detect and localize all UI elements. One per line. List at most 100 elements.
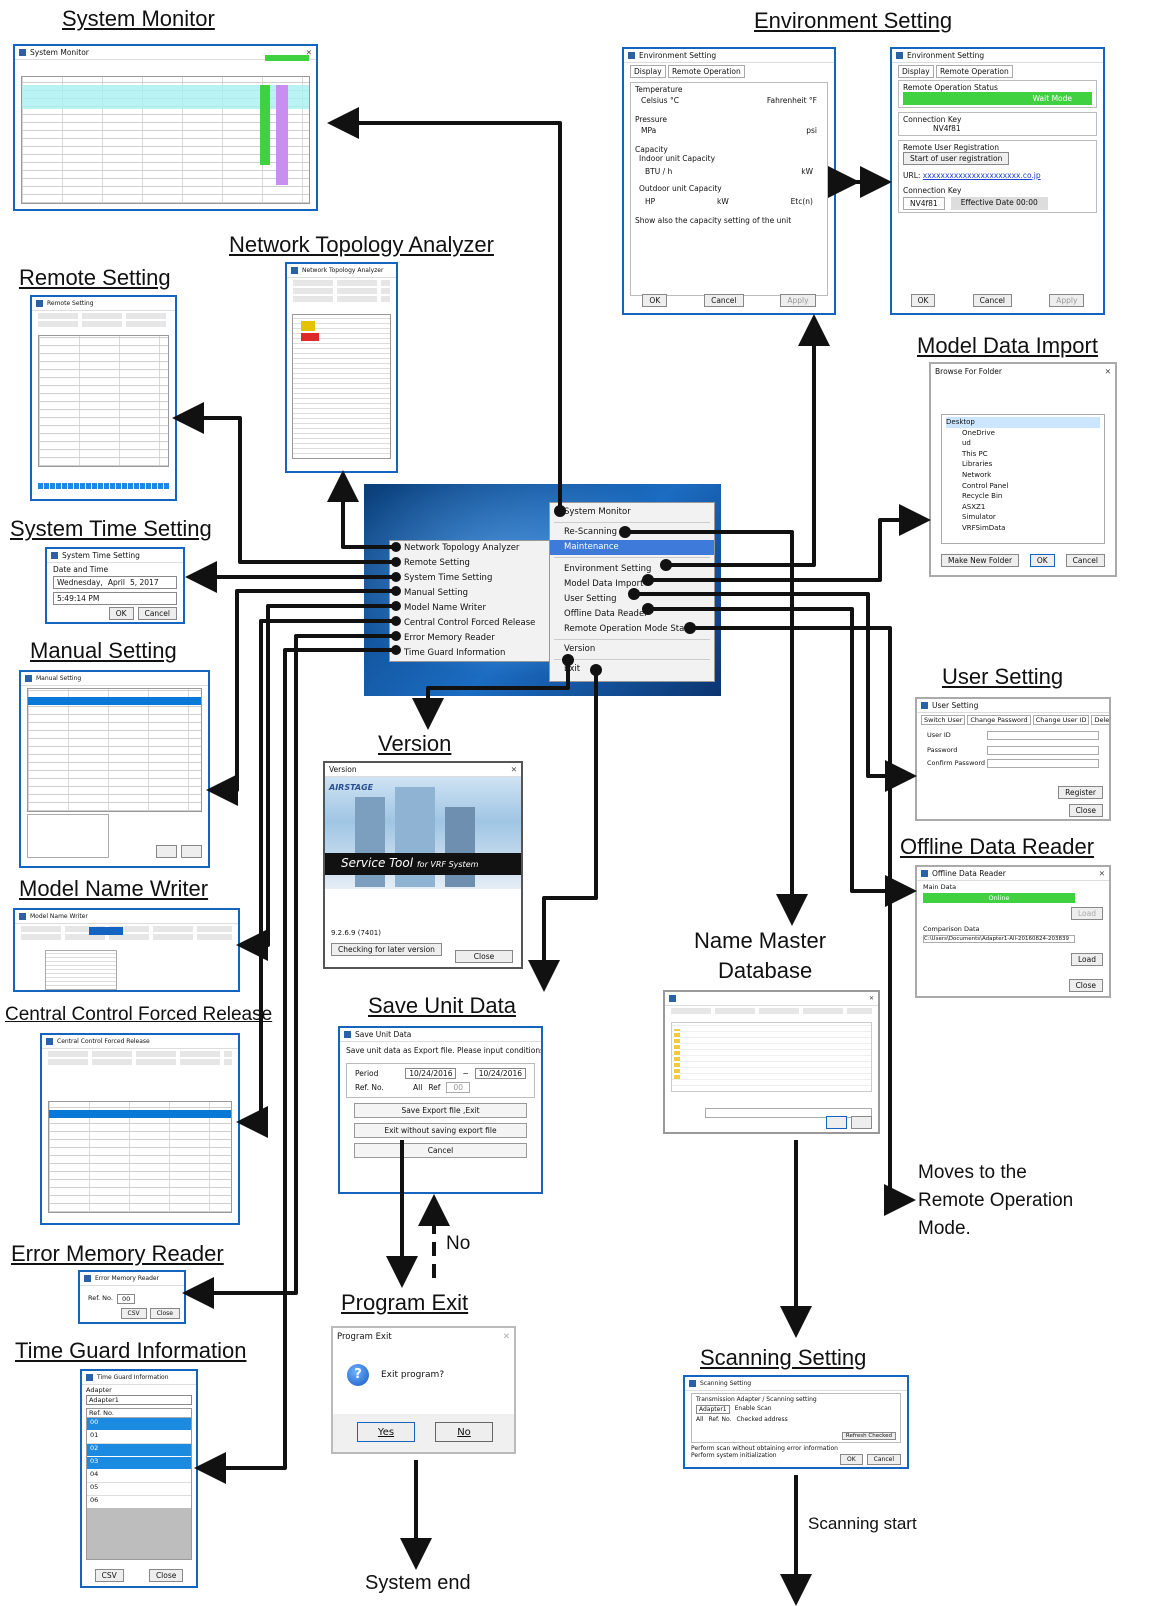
load-main-button[interactable]: Load — [1071, 907, 1103, 920]
tab-display[interactable]: Display — [630, 65, 666, 78]
fahrenheit-radio[interactable]: Fahrenheit °F — [766, 96, 817, 105]
mpa-radio[interactable]: MPa — [641, 126, 657, 135]
list-item[interactable]: 01 — [87, 1431, 191, 1444]
ref-radio[interactable]: Ref — [428, 1083, 441, 1092]
model-name-list[interactable] — [45, 950, 117, 990]
yes-button[interactable]: Yes — [357, 1422, 415, 1442]
close-button[interactable]: Close — [1068, 979, 1103, 992]
menu-maintenance[interactable]: Maintenance — [550, 540, 714, 555]
menu-offline-data-reader[interactable]: Offline Data Reader — [564, 609, 648, 619]
close-icon[interactable]: ✕ — [502, 1332, 510, 1342]
ok-button[interactable]: OK — [840, 1454, 863, 1465]
tree-item[interactable]: Network — [962, 470, 992, 479]
tree-item[interactable]: ud — [962, 439, 971, 448]
cancel-button[interactable]: Cancel — [972, 294, 1013, 307]
enable-scan-checkbox[interactable]: Enable Scan — [734, 1405, 772, 1412]
close-button[interactable]: Close — [1068, 804, 1103, 817]
all-radio[interactable]: All — [413, 1083, 423, 1092]
menu-model-name-writer[interactable]: Model Name Writer — [404, 603, 486, 613]
user-id-input[interactable] — [987, 731, 1099, 740]
tab-change-password[interactable]: Change Password — [967, 715, 1031, 725]
cancel-button[interactable]: Cancel — [866, 1454, 901, 1465]
exit-without-saving-button[interactable]: Exit without saving export file — [354, 1123, 527, 1138]
menu-user-setting[interactable]: User Setting — [564, 594, 617, 604]
menu-system-time-setting[interactable]: System Time Setting — [404, 573, 493, 583]
comparison-path-input[interactable]: C:\Users\Documents\Adapter1-All-20160824… — [923, 935, 1075, 943]
list-item[interactable]: 00 — [87, 1418, 191, 1431]
menu-manual-setting[interactable]: Manual Setting — [404, 588, 469, 598]
ref-select[interactable]: 00 — [446, 1082, 470, 1093]
refresh-checked-button[interactable]: Refresh Checked — [841, 1432, 896, 1440]
tab-switch-user[interactable]: Switch User — [921, 715, 966, 725]
csv-button[interactable]: CSV — [120, 1308, 147, 1319]
cancel-button[interactable]: Cancel — [704, 294, 744, 307]
tree-item[interactable]: Control Panel — [962, 481, 1009, 490]
file-list[interactable] — [671, 1022, 872, 1092]
time-guard-list[interactable]: Ref. No. 00 01 02 03 04 05 06 — [86, 1408, 192, 1560]
adapter-select[interactable]: Adapter1 — [86, 1395, 192, 1405]
period-to-input[interactable]: 10/24/2016 — [474, 1068, 526, 1079]
list-item[interactable]: 04 — [87, 1470, 191, 1483]
tree-item[interactable]: ASXZ1 — [962, 502, 986, 511]
menu-network-topology-analyzer[interactable]: Network Topology Analyzer — [404, 543, 520, 553]
tree-item[interactable]: Libraries — [962, 460, 993, 469]
menu-error-memory-reader[interactable]: Error Memory Reader — [404, 633, 495, 643]
ok-button[interactable]: OK — [1029, 554, 1055, 567]
tree-item[interactable]: VRFSimData — [962, 523, 1006, 532]
tree-item[interactable]: Desktop — [946, 417, 1100, 428]
cancel-button[interactable]: Cancel — [354, 1143, 527, 1158]
csv-button[interactable]: CSV — [94, 1569, 124, 1582]
system-init-checkbox[interactable]: Perform system initialization — [691, 1452, 777, 1459]
folder-tree[interactable]: Desktop OneDrive ud This PC Libraries Ne… — [941, 414, 1105, 544]
cancel-button[interactable]: Cancel — [137, 607, 177, 620]
close-button[interactable]: Close — [149, 1308, 180, 1319]
tab-delete-user[interactable]: Delete User — [1091, 715, 1109, 725]
make-new-folder-button[interactable]: Make New Folder — [941, 554, 1020, 567]
close-icon[interactable]: ✕ — [305, 48, 312, 57]
apply-button[interactable]: Apply — [1049, 294, 1085, 307]
tree-item[interactable]: Recycle Bin — [962, 492, 1003, 501]
apply-button[interactable]: Apply — [780, 294, 816, 307]
list-item[interactable]: 05 — [87, 1483, 191, 1496]
menu-system-monitor[interactable]: System Monitor — [564, 507, 631, 517]
monitor-table[interactable] — [21, 76, 310, 204]
confirm-password-input[interactable] — [987, 759, 1099, 768]
list-item[interactable]: 06 — [87, 1496, 191, 1508]
period-from-input[interactable]: 10/24/2016 — [405, 1068, 457, 1079]
menu-time-guard-information[interactable]: Time Guard Information — [404, 648, 506, 658]
remote-setting-table[interactable] — [38, 335, 169, 467]
topology-tree[interactable] — [292, 314, 391, 459]
time-input[interactable]: 5:49:14 PM — [53, 592, 177, 605]
tab-remote-operation[interactable]: Remote Operation — [668, 65, 745, 78]
no-button[interactable]: No — [435, 1422, 493, 1442]
password-input[interactable] — [987, 746, 1099, 755]
menu-version[interactable]: Version — [564, 644, 596, 654]
scan-no-error-checkbox[interactable]: Perform scan without obtaining error inf… — [691, 1445, 838, 1452]
tab-change-user-id[interactable]: Change User ID — [1032, 715, 1090, 725]
kw-radio[interactable]: kW — [801, 167, 813, 176]
menu-re-scanning[interactable]: Re-Scanning — [564, 527, 618, 537]
ok-button[interactable]: OK — [108, 607, 134, 620]
checked-address-radio[interactable]: Checked address — [736, 1416, 788, 1423]
tab-remote-operation[interactable]: Remote Operation — [936, 65, 1013, 78]
start-registration-button[interactable]: Start of user registration — [903, 152, 1010, 165]
hp-radio[interactable]: HP — [645, 197, 656, 206]
ok-button[interactable]: OK — [910, 294, 936, 307]
adapter-select[interactable]: Adapter1 — [696, 1405, 730, 1414]
file-name-input[interactable] — [705, 1108, 872, 1118]
list-item[interactable]: 03 — [87, 1457, 191, 1470]
menu-environment-setting[interactable]: Environment Setting — [564, 564, 652, 574]
kw2-radio[interactable]: kW — [716, 197, 729, 206]
load-comparison-button[interactable]: Load — [1071, 953, 1103, 966]
etc-radio[interactable]: Etc(n) — [790, 197, 813, 206]
menu-exit[interactable]: Exit — [564, 664, 581, 674]
central-control-table[interactable] — [48, 1101, 232, 1213]
menu-central-control-forced-release[interactable]: Central Control Forced Release — [404, 618, 536, 628]
manual-setting-table[interactable] — [27, 688, 202, 812]
refno-radio[interactable]: Ref. No. — [708, 1416, 732, 1423]
psi-radio[interactable]: psi — [806, 126, 817, 135]
menu-model-data-import[interactable]: Model Data Import — [564, 579, 644, 589]
tree-item[interactable]: This PC — [962, 449, 988, 458]
ok-button[interactable]: OK — [642, 294, 668, 307]
